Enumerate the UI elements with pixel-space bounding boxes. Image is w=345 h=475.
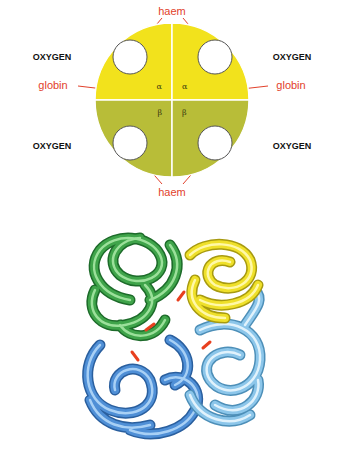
oxygen-site [198, 126, 232, 160]
globin-chain: β [95, 100, 172, 177]
oxygen-site [198, 40, 232, 74]
quadrant-fill [172, 23, 249, 100]
part-label: haem [158, 6, 186, 17]
oxygen-site [113, 126, 147, 160]
globin-chain: β [172, 100, 249, 177]
oxygen-site [113, 40, 147, 74]
quadrant-fill [172, 100, 249, 177]
oxygen-label: OXYGEN [33, 53, 72, 62]
haem-group [132, 292, 210, 360]
part-label: globin [276, 80, 305, 91]
globin-chain: α [172, 23, 249, 100]
chain-letter: α [182, 83, 187, 91]
chain-letter: α [157, 83, 162, 91]
oxygen-label: OXYGEN [273, 53, 312, 62]
part-label: haem [158, 187, 186, 198]
oxygen-label: OXYGEN [273, 142, 312, 151]
leader-lines [78, 18, 268, 184]
quadrant-fill [95, 23, 172, 100]
chain-letter: β [182, 109, 187, 117]
chain-letter: β [157, 109, 162, 117]
oxygen-label: OXYGEN [33, 142, 72, 151]
protein-ribbon [88, 238, 260, 434]
quadrant-fill [95, 100, 172, 177]
part-label: globin [38, 80, 67, 91]
globin-chain: α [95, 23, 172, 100]
